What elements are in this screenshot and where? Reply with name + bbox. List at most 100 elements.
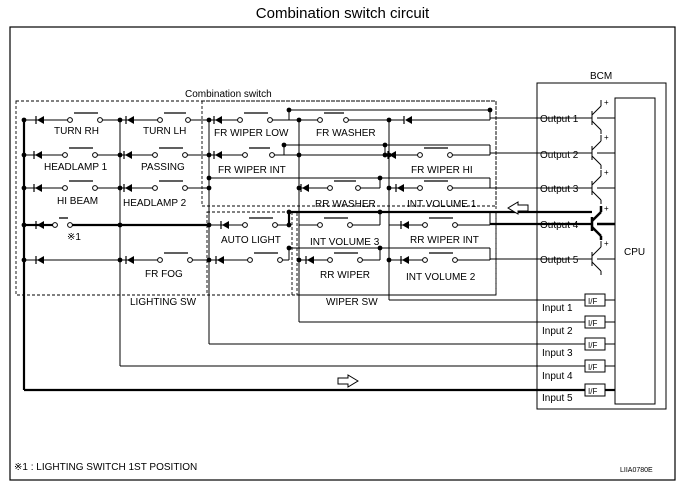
transistor-lead xyxy=(591,226,602,237)
diode-triangle xyxy=(307,256,314,264)
int-volume-2-switch xyxy=(422,252,458,263)
input-1-label: Input 1 xyxy=(542,303,573,314)
junction-dot xyxy=(386,257,392,263)
transistor-lead xyxy=(591,105,602,116)
turn-rh-diode xyxy=(35,116,44,124)
diode-triangle xyxy=(405,116,412,124)
interface-label: I/F xyxy=(588,319,597,328)
switch-contact xyxy=(447,152,453,158)
figure-code: LIIA0780E xyxy=(620,467,653,474)
switch-contact xyxy=(269,152,275,158)
junction-dot xyxy=(296,117,302,123)
first-position-diode xyxy=(35,221,44,229)
arrow-right-icon xyxy=(337,374,359,388)
junction-dot xyxy=(286,245,292,251)
output-transistor-4: + xyxy=(590,204,613,240)
interface-box-5: I/F xyxy=(584,383,606,397)
junction-dot xyxy=(117,257,123,263)
fr-washer-label: FR WASHER xyxy=(316,128,376,139)
fr-fog-diode xyxy=(125,256,134,264)
plus-sign: + xyxy=(604,98,609,107)
passing-diode xyxy=(123,151,132,159)
junction-dot xyxy=(117,152,123,158)
hi-beam-diode xyxy=(33,184,42,192)
transistor-lead xyxy=(591,140,602,151)
fr-wiper-hi-top-diode xyxy=(403,116,412,124)
auto-light-2-switch xyxy=(247,252,283,263)
headlamp-1-label: HEADLAMP 1 xyxy=(44,162,108,173)
fr-wiper-int-label: FR WIPER INT xyxy=(218,165,286,176)
rr-washer-diode xyxy=(300,184,309,192)
junction-dot xyxy=(206,152,212,158)
diode-triangle xyxy=(37,116,44,124)
output-transistor-2: + xyxy=(591,133,613,169)
interface-rect xyxy=(584,315,606,329)
junction-dot xyxy=(281,142,287,148)
output-3-label: Output 3 xyxy=(540,184,579,195)
diode-triangle xyxy=(215,116,222,124)
input-4-label: Input 4 xyxy=(542,371,573,382)
lighting-sw-label: LIGHTING SW xyxy=(130,297,197,308)
diode-triangle xyxy=(302,184,309,192)
auto-light-label: AUTO LIGHT xyxy=(221,235,281,246)
fr-wiper-hi-diode xyxy=(387,151,396,159)
arrow-left-icon xyxy=(507,201,529,215)
rr-wiper-int-switch xyxy=(422,217,458,228)
junction-dot xyxy=(296,257,302,263)
interface-label: I/F xyxy=(588,341,597,350)
diode-triangle xyxy=(402,221,409,229)
switch-contact xyxy=(92,185,98,191)
diode-triangle xyxy=(215,151,222,159)
rr-wiper-int-diode xyxy=(400,221,409,229)
input-3-label: Input 3 xyxy=(542,348,573,359)
switch-contact xyxy=(157,257,163,263)
rr-wiper-switch xyxy=(327,252,363,263)
switch-contact xyxy=(417,185,423,191)
diode-triangle xyxy=(397,184,404,192)
switch-contact xyxy=(182,185,188,191)
junction-dot xyxy=(296,152,302,158)
outer-frame xyxy=(9,26,676,481)
interface-box-1: I/F xyxy=(584,293,606,307)
bcm-box xyxy=(536,82,667,410)
interface-rect xyxy=(584,359,606,373)
switch-contact xyxy=(267,117,273,123)
passing-label: PASSING xyxy=(141,162,185,173)
output-5-label: Output 5 xyxy=(540,255,579,266)
diode-triangle xyxy=(217,256,224,264)
diode-triangle xyxy=(35,184,42,192)
switch-contact xyxy=(317,222,323,228)
diode-triangle xyxy=(37,221,44,229)
rr-wiper-diode xyxy=(305,256,314,264)
fr-wiper-low-diode xyxy=(213,116,222,124)
input-5-label: Input 5 xyxy=(542,393,573,404)
plus-sign: + xyxy=(604,239,609,248)
switch-contact xyxy=(97,117,103,123)
first-position-marker: ※1 xyxy=(67,232,81,243)
junction-dot xyxy=(296,185,302,191)
junction-dot xyxy=(206,222,212,228)
int-volume-3-switch xyxy=(317,217,353,228)
hi-beam-switch xyxy=(62,180,98,191)
transistor-lead xyxy=(591,175,602,186)
output-transistor-3: + xyxy=(591,168,613,204)
rr-wiper-label: RR WIPER xyxy=(320,270,370,281)
bcm-label: BCM xyxy=(590,71,612,82)
switch-contact xyxy=(422,257,428,263)
junction-dot xyxy=(21,185,27,191)
interface-box-2: I/F xyxy=(584,315,606,329)
rr-washer-switch xyxy=(327,180,361,191)
rr-wiper-int-label: RR WIPER INT xyxy=(410,235,479,246)
switch-contact xyxy=(237,117,243,123)
switch-contact xyxy=(152,185,158,191)
fr-wiper-low-label: FR WIPER LOW xyxy=(214,128,289,139)
auto-light-box xyxy=(206,211,293,296)
diagram-title: Combination switch circuit xyxy=(255,5,430,22)
switch-contact xyxy=(277,257,283,263)
output-2-label: Output 2 xyxy=(540,150,579,161)
switch-contact xyxy=(185,117,191,123)
wiper-sw-label: WIPER SW xyxy=(326,297,378,308)
output-transistor-1: + xyxy=(591,98,613,134)
auto-light-2-diode xyxy=(215,256,224,264)
